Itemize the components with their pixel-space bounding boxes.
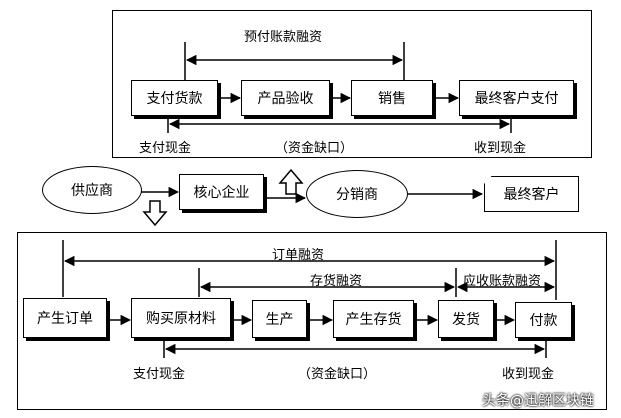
distributor-ellipse: 分销商 (306, 170, 408, 218)
prepaid-finance-label: 预付账款融资 (244, 30, 323, 45)
bottom-pay-cash-label: 支付现金 (133, 367, 186, 382)
box-product-inspection: 产品验收 (241, 80, 330, 116)
watermark-text: 头条@迅解区块链 (482, 393, 594, 409)
inventory-finance-label: 存货融资 (310, 274, 363, 289)
box-production: 生产 (252, 300, 307, 338)
box-end-customer-pay: 最终客户支付 (459, 80, 574, 116)
end-customer-box: 最终客户 (484, 176, 579, 212)
bottom-frame (17, 232, 607, 410)
box-sales: 销售 (351, 80, 433, 116)
box-create-order: 产生订单 (23, 298, 107, 338)
receivable-finance-label: 应收账款融资 (463, 274, 542, 289)
down-arrow-icon (142, 200, 168, 227)
core-enterprise-box: 核心企业 (179, 174, 264, 210)
box-shipment: 发货 (438, 300, 494, 338)
box-pay-goods: 支付货款 (131, 80, 218, 116)
top-receive-cash-label: 收到现金 (474, 141, 527, 156)
order-finance-label: 订单融资 (272, 248, 325, 263)
box-buy-raw-materials: 购买原材料 (131, 298, 231, 338)
bottom-receive-cash-label: 收到现金 (502, 367, 555, 382)
top-funding-gap-label: （资金缺口） (275, 141, 354, 156)
top-frame (112, 10, 592, 158)
box-payment: 付款 (515, 302, 572, 338)
up-arrow-icon (278, 168, 304, 195)
box-create-inventory: 产生存货 (333, 300, 414, 338)
supplier-ellipse: 供应商 (42, 166, 142, 214)
bottom-funding-gap-label: （资金缺口） (298, 367, 377, 382)
top-pay-cash-label: 支付现金 (139, 141, 192, 156)
